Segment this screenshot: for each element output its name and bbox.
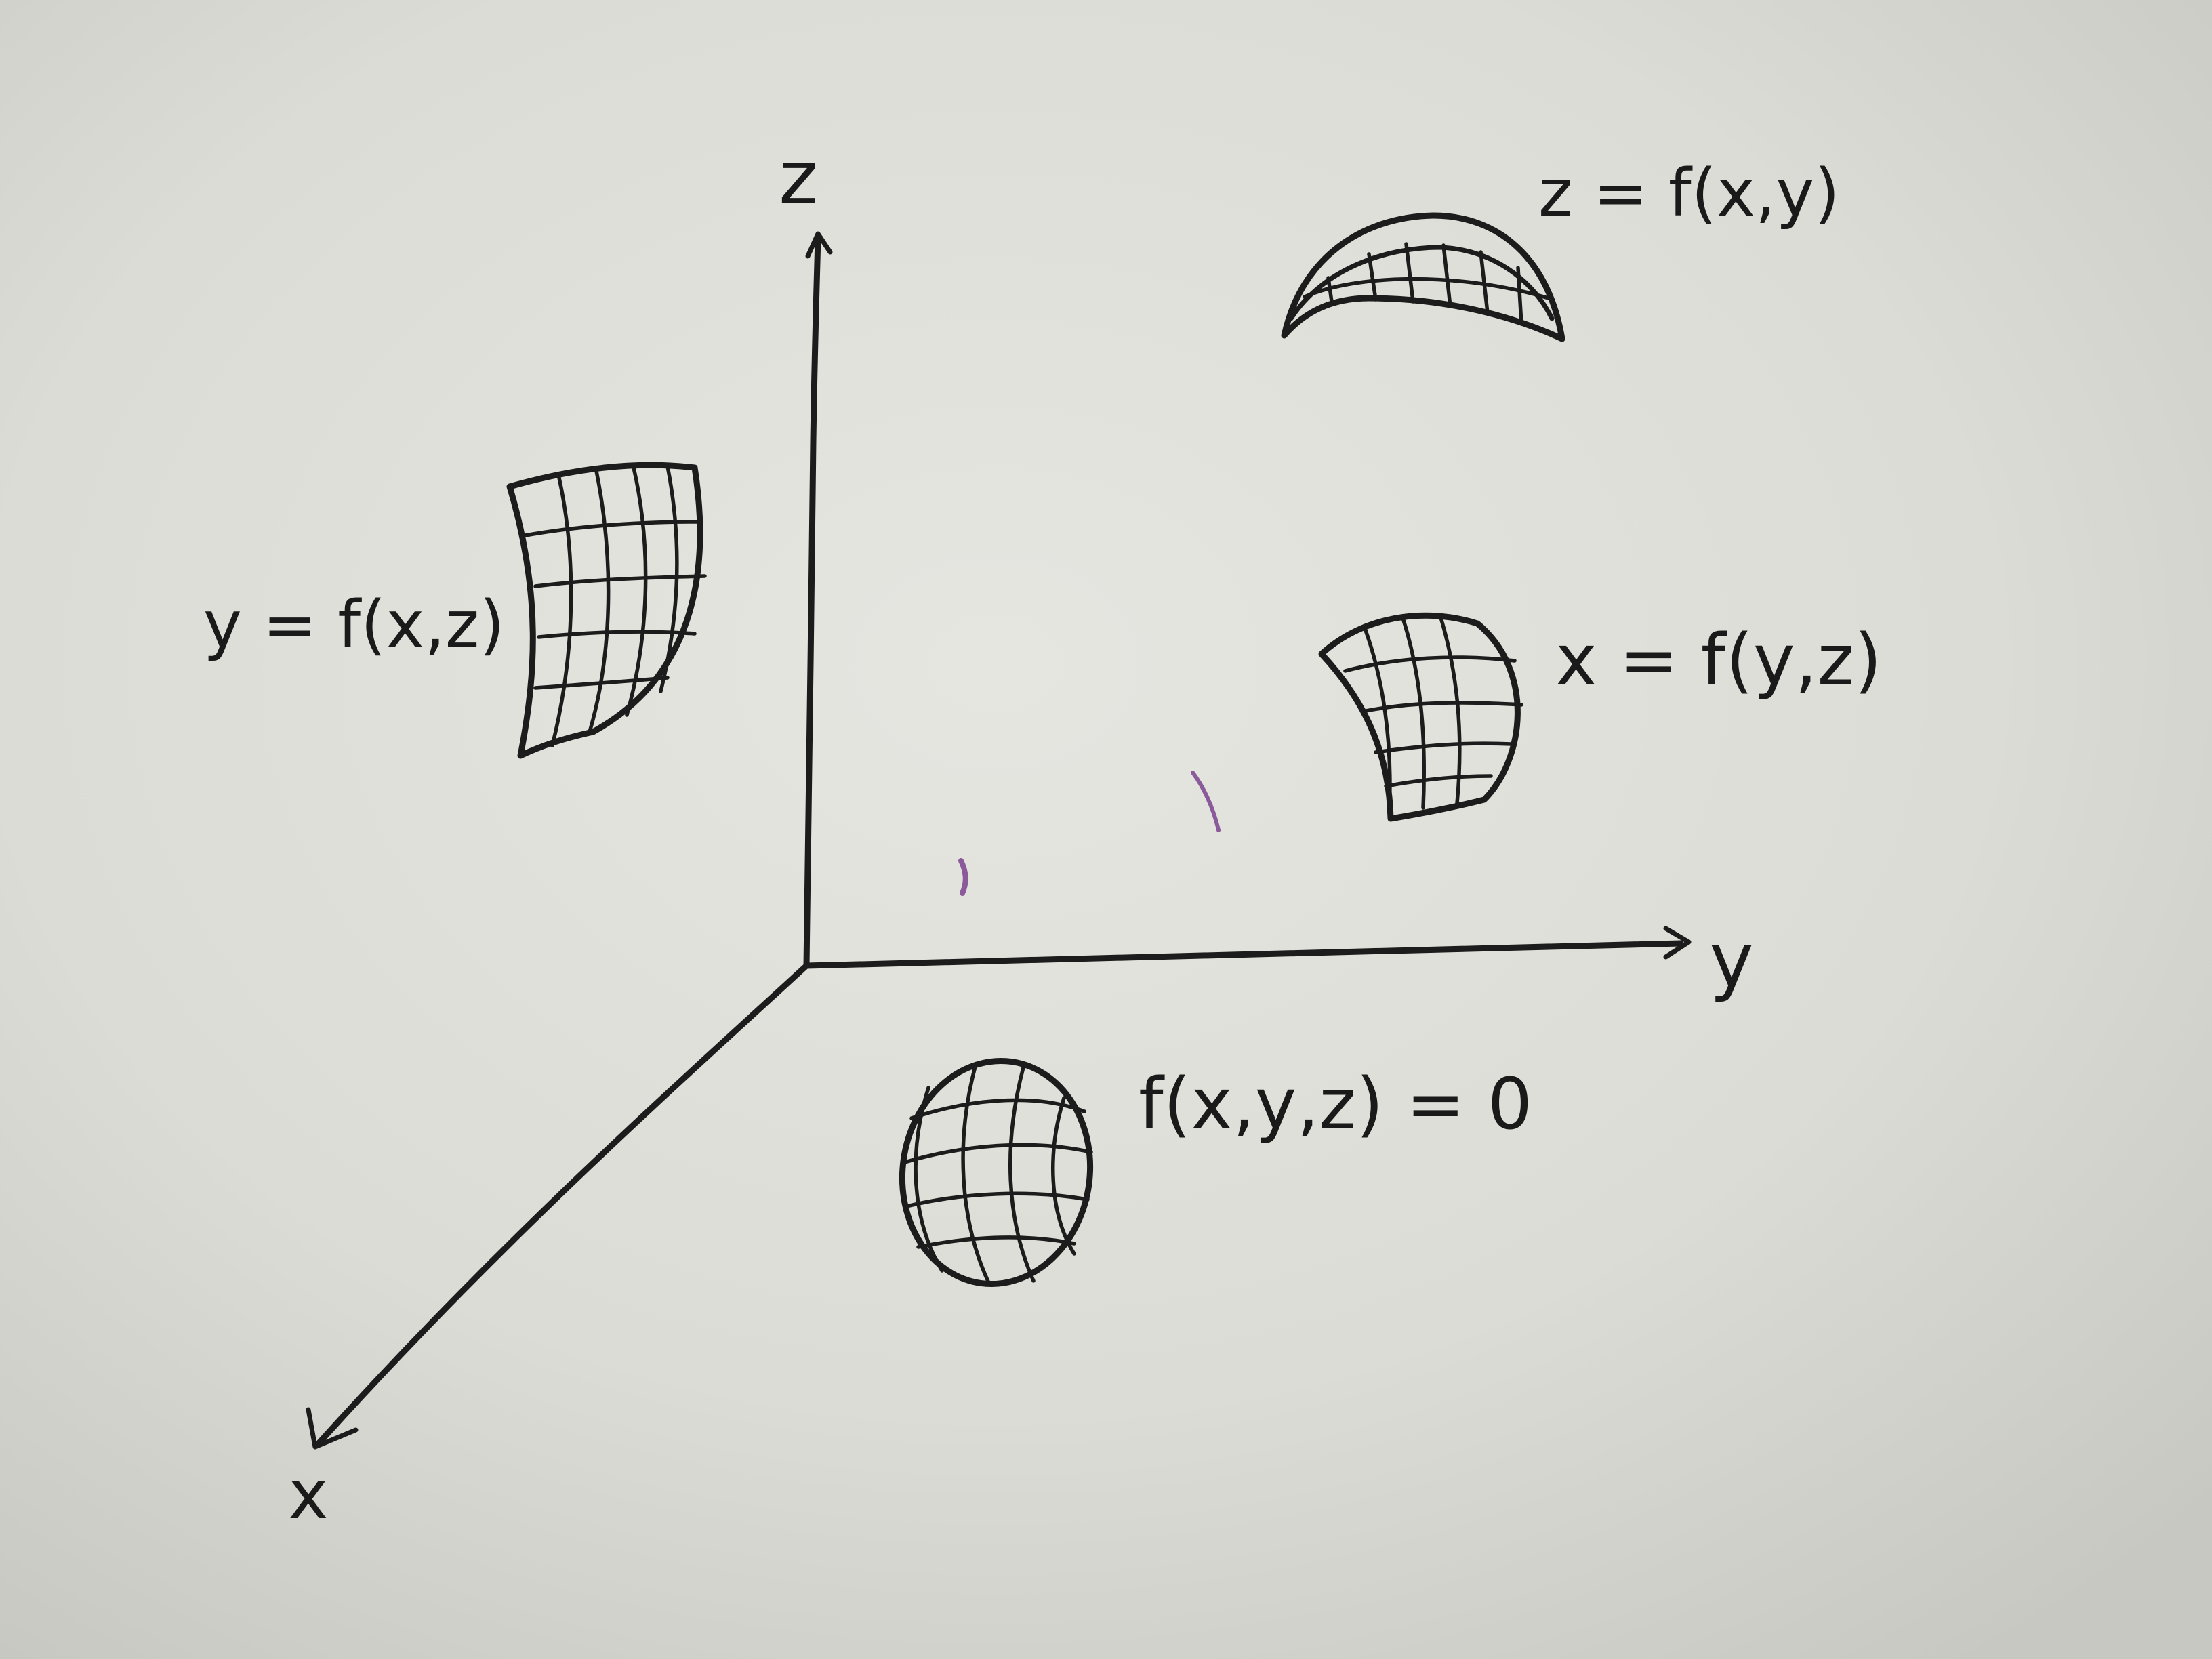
surface-y-label: y = f(x,z) <box>203 587 505 663</box>
surface-z-inner-rim <box>1288 245 1555 321</box>
x-axis <box>315 962 810 1447</box>
coordinate-axes <box>306 231 1692 1450</box>
surface-implicit <box>899 1057 1094 1288</box>
smudge-mark <box>1191 771 1221 832</box>
z-axis <box>803 235 821 969</box>
y-axis-arrowhead <box>1663 926 1692 960</box>
surface-z-grid <box>1303 242 1551 326</box>
surface-x-outline <box>1318 612 1521 822</box>
z-axis-label: z <box>779 134 818 221</box>
surface-y-grid <box>523 464 707 747</box>
surface-x-label: x = f(y,z) <box>1555 619 1882 701</box>
surface-implicit-outline <box>899 1057 1094 1288</box>
surface-implicit-grid <box>903 1062 1093 1286</box>
x-axis-arrowhead <box>306 1407 359 1450</box>
y-axis <box>803 940 1684 969</box>
surface-z-outline <box>1281 212 1565 342</box>
x-axis-label: x <box>288 1455 328 1534</box>
surface-x-of-yz <box>1318 612 1523 822</box>
surface-implicit-label: f(x,y,z) = 0 <box>1139 1063 1532 1145</box>
surface-y-of-xz <box>506 462 707 759</box>
surface-y-outline <box>506 462 703 759</box>
surface-z-of-xy <box>1281 212 1565 342</box>
z-axis-arrowhead <box>805 231 833 259</box>
surface-x-grid <box>1343 613 1523 815</box>
surface-z-label: z = f(x,y) <box>1538 155 1840 231</box>
smudge-mark <box>958 858 968 896</box>
y-axis-label: y <box>1709 917 1753 1004</box>
ink-smudges <box>958 771 1221 896</box>
